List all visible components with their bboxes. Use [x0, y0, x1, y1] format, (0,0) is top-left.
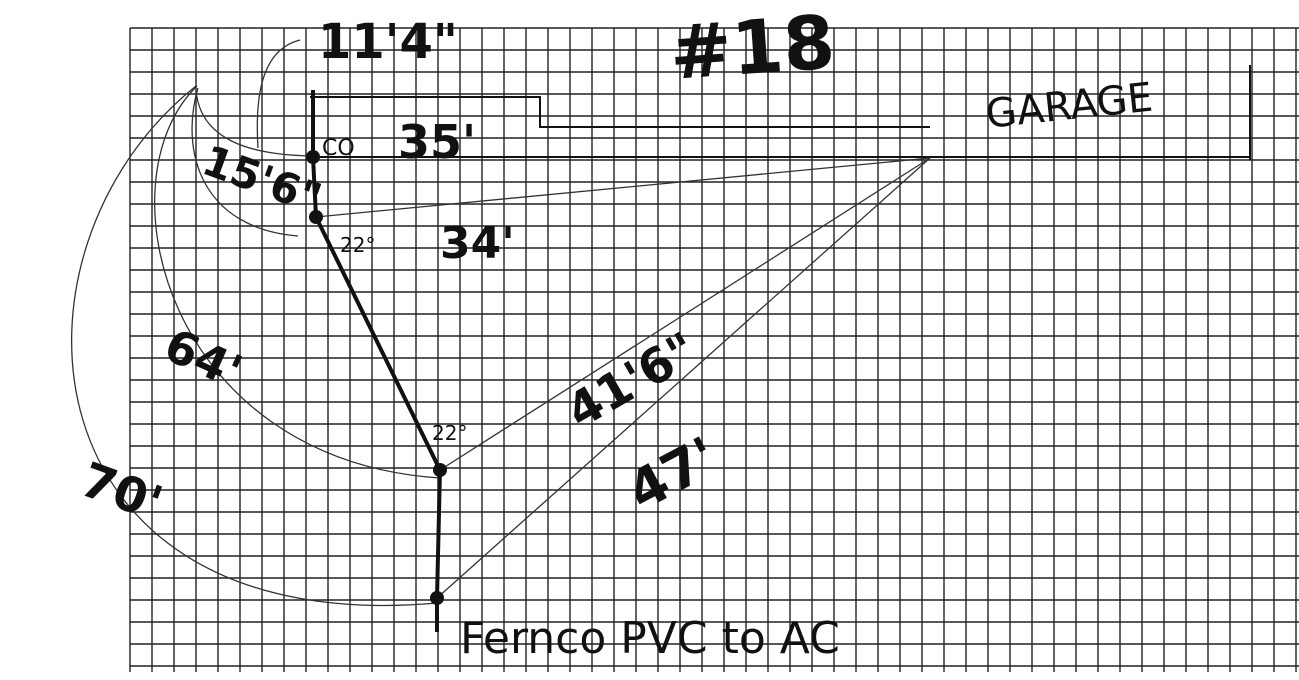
cleanout-marker: [306, 150, 320, 164]
pipe-note: Fernco PVC to AC: [460, 613, 840, 664]
pipe-run: [311, 90, 443, 632]
upper-fitting-marker: [309, 210, 323, 224]
measurement-d: 64': [157, 318, 250, 399]
connection-marker: [430, 591, 444, 605]
lower-fitting-marker: [433, 463, 447, 477]
lower-fitting-angle: 22°: [432, 421, 467, 445]
cleanout-label: CO: [322, 136, 355, 161]
measurement-e: 41'6": [557, 322, 706, 440]
upper-fitting-angle: 22°: [340, 233, 375, 257]
garage-outline: [310, 65, 1251, 160]
measurement-lines: [71, 39, 931, 606]
measurement-top: 11'4": [318, 14, 458, 70]
measurement-c: 34': [440, 218, 515, 269]
measurement-a: 35': [398, 115, 476, 169]
measurement-f: 47': [617, 425, 728, 524]
measurement-g: 70': [74, 452, 170, 532]
sheet-number: #18: [667, 0, 838, 97]
graph-paper-grid: [129, 27, 1299, 672]
